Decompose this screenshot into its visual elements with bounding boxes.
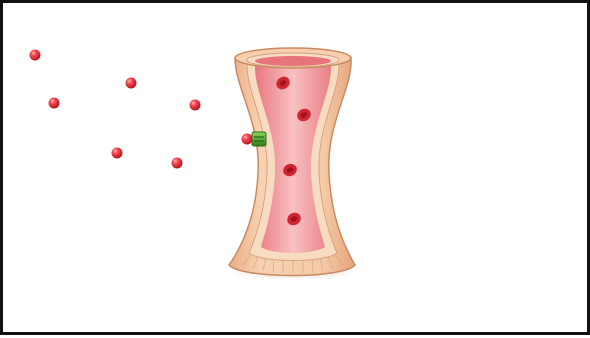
free-particles	[30, 50, 253, 169]
particle-3	[49, 98, 60, 109]
particle-7	[242, 134, 253, 145]
membrane-channel-icon	[252, 132, 266, 146]
vessel-top-lumen	[255, 56, 331, 66]
diagram-canvas	[3, 3, 590, 338]
particle-5	[112, 148, 123, 159]
particle-2	[126, 78, 137, 89]
blood-vessel-cross-section-icon	[227, 48, 359, 280]
particle-6	[172, 158, 183, 169]
particle-4	[190, 100, 201, 111]
particle-1	[30, 50, 41, 61]
